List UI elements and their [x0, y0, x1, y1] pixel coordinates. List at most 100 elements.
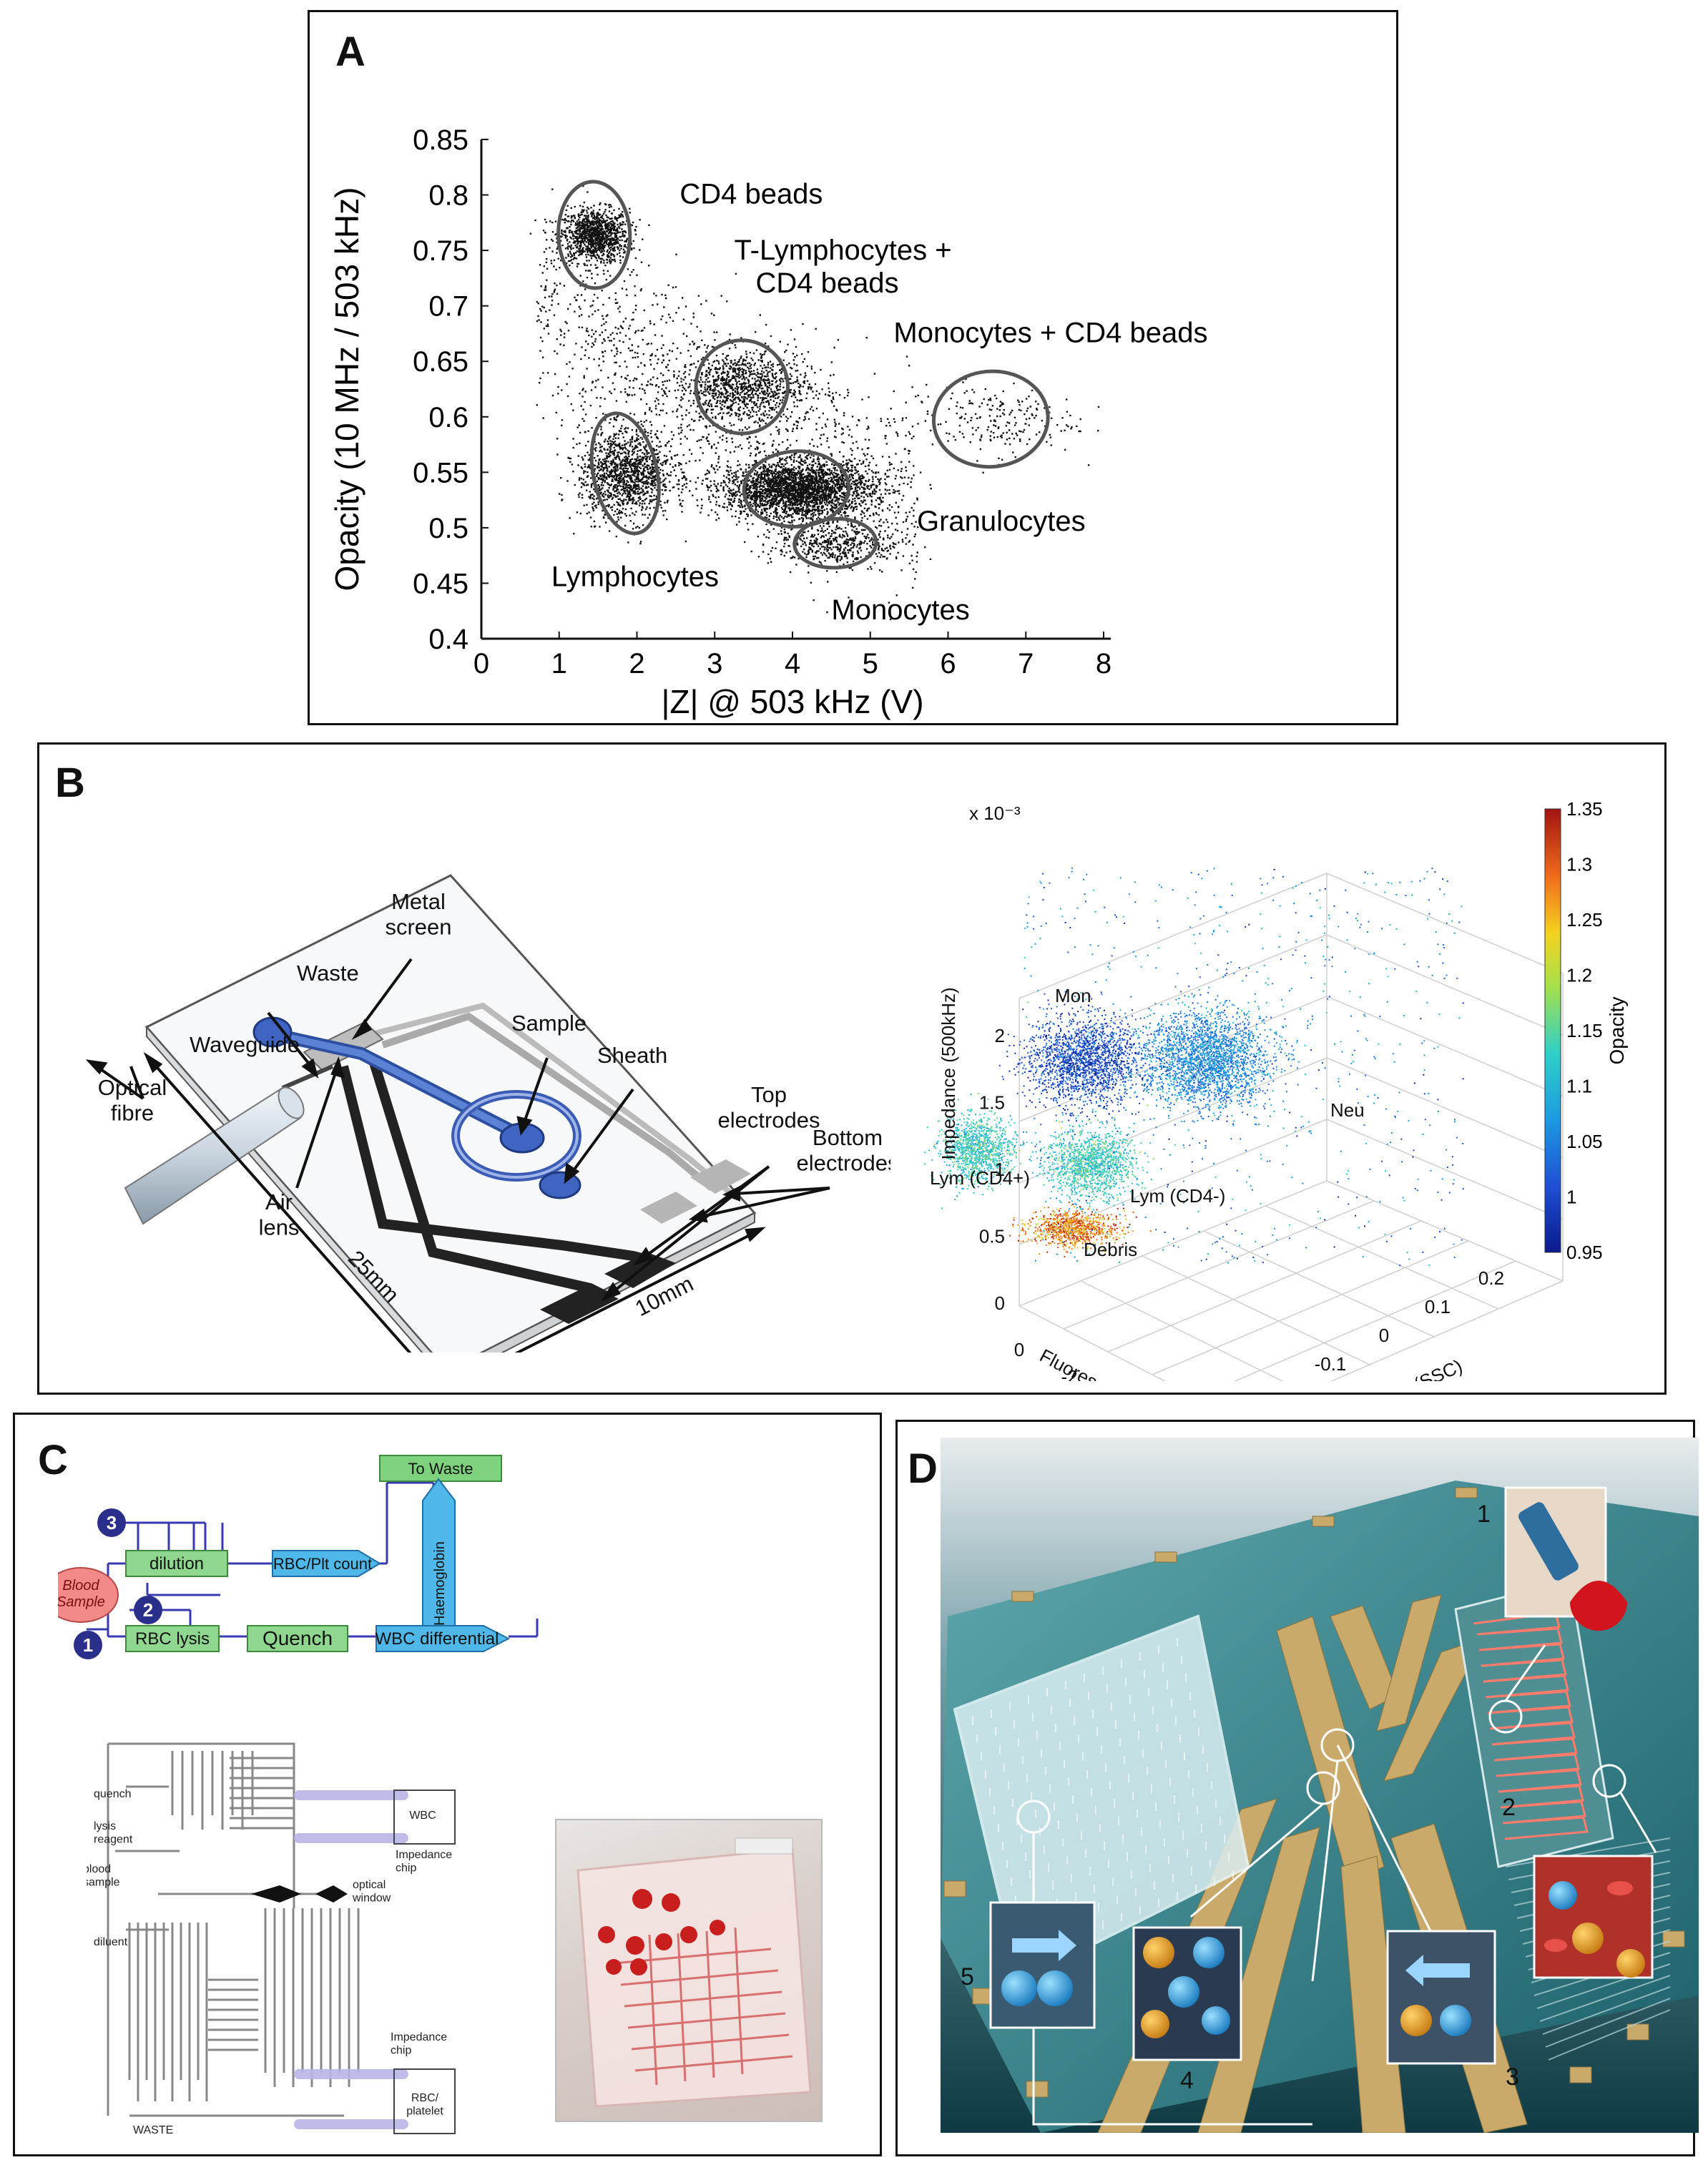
- chip-label-blood-sample: bloodsample: [87, 1863, 120, 1888]
- cluster-label-3d: Lym (CD4-): [1130, 1185, 1225, 1207]
- callout-3: 3: [1506, 2063, 1519, 2091]
- cluster-ellipse: [792, 516, 878, 570]
- label-waste: Waste: [297, 961, 359, 986]
- colorbar-label: Opacity: [1606, 997, 1628, 1065]
- cluster-label-3d: Mon: [1055, 985, 1091, 1006]
- cluster-label: Lymphocytes: [551, 561, 719, 593]
- cluster-ellipse: [589, 411, 661, 536]
- x-tick-label: 6: [940, 648, 956, 679]
- panel-b: B: [37, 742, 1667, 1395]
- y-tick-label: 0.45: [413, 568, 468, 599]
- y-tick-label: 0.55: [413, 457, 468, 489]
- y-tick-label: 0.65: [413, 346, 468, 378]
- colorbar-tick-label: 1: [1566, 1187, 1576, 1208]
- scatter-points-3d: [924, 867, 1464, 1267]
- inset-blood-cells: 2: [1502, 1794, 1654, 1979]
- chip-label-quench: quench: [94, 1788, 132, 1800]
- cluster-label: T-Lymphocytes +CD4 beads: [734, 235, 951, 299]
- step-2: 2: [143, 1599, 153, 1621]
- x-tick-label: 3: [707, 648, 722, 679]
- optical-fibre: [124, 1086, 305, 1225]
- chip-label-diluent: diluent: [94, 1936, 128, 1948]
- y-axis-label: Opacity (10 MHz / 503 kHz): [328, 187, 365, 591]
- x-tick-label: 0: [473, 648, 489, 679]
- serpentine-channels: [107, 1742, 360, 2117]
- z-tick-label: 2: [995, 1025, 1005, 1046]
- filter-array: [953, 1614, 1250, 1983]
- cluster-label: CD4 beads: [679, 179, 823, 210]
- ssc-tick-label: 0.1: [1425, 1296, 1451, 1317]
- y-tick-label: 0.6: [428, 402, 468, 433]
- callout-5: 5: [961, 1963, 974, 1990]
- chip-label-waste: WASTE: [133, 2124, 173, 2136]
- panel-label-a: A: [335, 29, 365, 75]
- rbc-plt-count-box: RBC/Plt count: [273, 1555, 372, 1573]
- cluster-ellipse: [931, 369, 1050, 469]
- cluster-label: Monocytes: [831, 594, 969, 626]
- x-axis-label: |Z| @ 503 kHz (V): [661, 683, 923, 720]
- box-3d: [1019, 873, 1564, 1381]
- x-tick-label: 2: [629, 648, 644, 679]
- ssc-tick-label: -0.1: [1315, 1353, 1347, 1375]
- waveguide: [281, 1064, 334, 1090]
- inset-sorting-mix: 4: [1132, 1926, 1242, 2094]
- chip-label-rbc-platelet: RBC/platelet: [406, 2092, 443, 2117]
- colorbar-tick-label: 1.05: [1566, 1131, 1603, 1152]
- lab-on-chip-illustration: 1 2 5 4 3: [941, 1438, 1699, 2133]
- callout-4: 4: [1180, 2067, 1194, 2094]
- colorbar-tick-label: 1.1: [1566, 1076, 1592, 1097]
- ssc-tick-label: 0.2: [1478, 1267, 1504, 1289]
- cluster-label: Monocytes + CD4 beads: [893, 317, 1207, 348]
- fluorescence-tick-label: -2: [1061, 1366, 1077, 1381]
- fluorescence-tick-label: 0: [1014, 1339, 1024, 1360]
- colorbar-tick-label: 1.3: [1566, 854, 1592, 875]
- ssc-tick-label: 0: [1379, 1325, 1389, 1346]
- label-sample: Sample: [511, 1011, 586, 1036]
- y-tick-label: 0.7: [428, 291, 468, 323]
- x-tick-label: 4: [785, 648, 800, 679]
- colorbar-tick-label: 1.15: [1566, 1020, 1603, 1041]
- panel-c: C To Waste 3 dilution RBC/Plt count: [13, 1413, 882, 2156]
- to-waste-box: To Waste: [408, 1460, 473, 1478]
- panel-label-b: B: [55, 760, 85, 806]
- top-electrode-trace-1: [338, 1065, 649, 1265]
- chip-glass-top: [144, 874, 757, 1352]
- panel-d: D: [895, 1420, 1699, 2156]
- rbc-lysis-box: RBC lysis: [135, 1629, 210, 1649]
- y-tick-label: 0.4: [428, 624, 468, 655]
- x-tick-label: 5: [863, 648, 878, 679]
- wbc-differential-box: WBC differential: [376, 1629, 499, 1649]
- x-tick-label: 8: [1096, 648, 1111, 679]
- inset-sorting-right: 5: [961, 1901, 1096, 2029]
- z-multiplier: x 10⁻³: [969, 802, 1021, 824]
- z-tick-label: 0: [995, 1292, 1005, 1314]
- scatter-points: [529, 183, 1100, 621]
- label-waveguide: Waveguide: [190, 1032, 300, 1057]
- cluster-label-3d: Debris: [1084, 1239, 1137, 1260]
- bottom-electrode-trace: [381, 1012, 715, 1191]
- cluster-ellipse: [742, 449, 851, 529]
- z-tick-label: 1: [995, 1159, 1005, 1180]
- inset-fingerprick: 1: [1477, 1486, 1627, 1631]
- step-1: 1: [83, 1634, 93, 1656]
- step-3: 3: [107, 1512, 117, 1533]
- callout-2: 2: [1502, 1794, 1516, 1821]
- y-tick-label: 0.8: [428, 180, 468, 212]
- x-tick-label: 7: [1018, 648, 1034, 679]
- panel-label-c: C: [38, 1437, 68, 1483]
